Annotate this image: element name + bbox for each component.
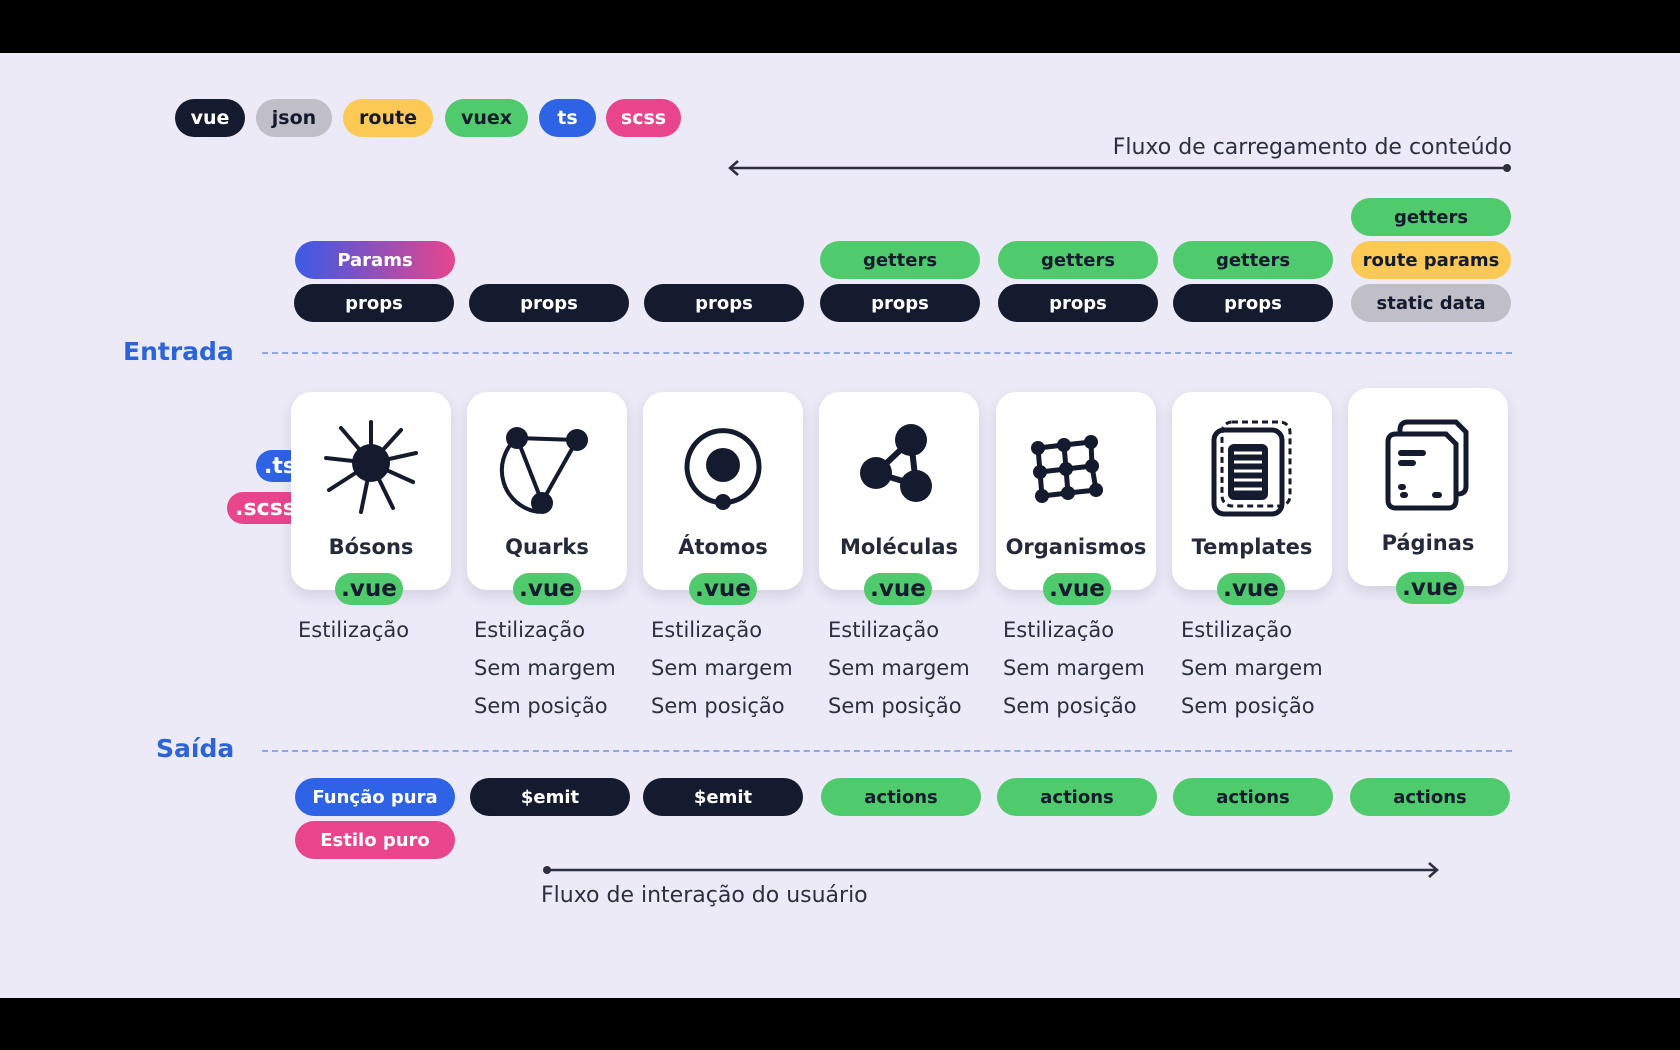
organism-icon [1031, 435, 1103, 503]
vue-badge-templates: .vue [1217, 573, 1285, 605]
section-input-label: Entrada [123, 337, 234, 366]
card-title: Bósons [328, 535, 414, 559]
feature-molecules-3: Sem posição [828, 694, 962, 718]
legend-vue: vue [175, 99, 245, 137]
card-organisms: Organismos [996, 392, 1156, 590]
input-getters-organisms: getters [998, 241, 1158, 279]
input-props-atoms: props [644, 284, 804, 322]
feature-quarks-2: Sem margem [474, 656, 616, 680]
boson-icon [324, 420, 418, 514]
feature-bosons-1: Estilização [298, 618, 410, 642]
feature-atoms-2: Sem margem [651, 656, 793, 680]
content-loading-flow-arrow [728, 160, 1511, 176]
card-molecules: Moléculas [819, 392, 979, 590]
template-icon [1211, 420, 1292, 517]
molecule-icon [860, 424, 932, 502]
card-title: Páginas [1381, 531, 1475, 555]
feature-organisms-1: Estilização [1003, 618, 1115, 642]
input-params-bosons: Params [295, 241, 455, 279]
input-getters-templates: getters [1173, 241, 1333, 279]
output-pure-style-bosons: Estilo puro [295, 821, 455, 859]
card-bosons: Bósons [291, 392, 451, 590]
input-props-molecules: props [820, 284, 980, 322]
input-props-templates: props [1173, 284, 1333, 322]
pages-icon [1385, 419, 1469, 511]
vue-badge-atoms: .vue [689, 573, 757, 605]
output-actions-organisms: actions [997, 778, 1157, 816]
card-quarks: Quarks [467, 392, 627, 590]
feature-atoms-3: Sem posição [651, 694, 785, 718]
legend-route: route [343, 99, 433, 137]
card-pages: Páginas [1348, 388, 1508, 586]
card-title: Moléculas [839, 535, 959, 559]
feature-molecules-1: Estilização [828, 618, 940, 642]
legend-vuex: vuex [445, 99, 528, 137]
diagram-slide: vue json route vuex ts scss Fluxo de car… [0, 53, 1680, 998]
atom-icon [684, 428, 762, 510]
feature-molecules-2: Sem margem [828, 656, 970, 680]
feature-templates-1: Estilização [1181, 618, 1293, 642]
vue-badge-organisms: .vue [1043, 573, 1111, 605]
output-actions-templates: actions [1173, 778, 1333, 816]
feature-organisms-3: Sem posição [1003, 694, 1137, 718]
output-emit-atoms: $emit [643, 778, 803, 816]
output-emit-quarks: $emit [470, 778, 630, 816]
feature-quarks-3: Sem posição [474, 694, 608, 718]
card-title: Quarks [505, 535, 589, 559]
vue-badge-bosons: .vue [335, 573, 403, 605]
legend-scss: scss [606, 99, 681, 137]
card-atoms: Átomos [643, 392, 803, 590]
card-title: Átomos [678, 535, 768, 559]
feature-templates-2: Sem margem [1181, 656, 1323, 680]
input-props-organisms: props [998, 284, 1158, 322]
output-actions-molecules: actions [821, 778, 981, 816]
feature-organisms-2: Sem margem [1003, 656, 1145, 680]
input-static-data-pages: static data [1351, 284, 1511, 322]
output-actions-pages: actions [1350, 778, 1510, 816]
input-props-quarks: props [469, 284, 629, 322]
vue-badge-molecules: .vue [864, 573, 932, 605]
input-divider [262, 352, 1512, 354]
card-templates: Templates [1172, 392, 1332, 590]
card-title: Templates [1191, 535, 1313, 559]
card-title: Organismos [1005, 535, 1147, 559]
vue-badge-pages: .vue [1396, 572, 1464, 604]
quark-icon [499, 427, 588, 514]
input-getters-pages: getters [1351, 198, 1511, 236]
legend-ts: ts [539, 99, 596, 137]
output-divider [262, 750, 1512, 752]
feature-atoms-1: Estilização [651, 618, 763, 642]
feature-quarks-1: Estilização [474, 618, 586, 642]
user-interaction-flow-arrow [543, 862, 1439, 878]
user-interaction-flow-label: Fluxo de interação do usuário [541, 883, 868, 908]
feature-templates-3: Sem posição [1181, 694, 1315, 718]
content-loading-flow-label: Fluxo de carregamento de conteúdo [1112, 135, 1512, 160]
legend-json: json [256, 99, 332, 137]
input-props-bosons: props [294, 284, 454, 322]
output-pure-function-bosons: Função pura [295, 778, 455, 816]
section-output-label: Saída [156, 734, 235, 763]
vue-badge-quarks: .vue [513, 573, 581, 605]
input-getters-molecules: getters [820, 241, 980, 279]
input-route-params-pages: route params [1351, 241, 1511, 279]
